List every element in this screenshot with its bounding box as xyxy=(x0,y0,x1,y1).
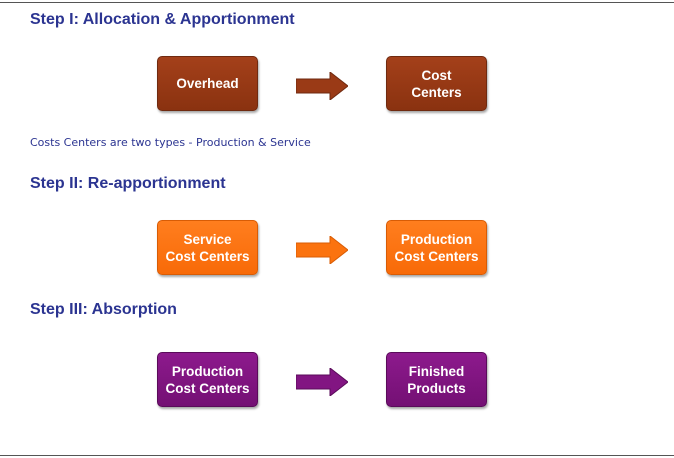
finished-products-box: Finished Products xyxy=(386,352,487,407)
right-arrow-icon xyxy=(296,236,348,264)
step-1-heading: Step I: Allocation & Apportionment xyxy=(30,11,295,28)
cost-centers-box: Cost Centers xyxy=(386,56,487,111)
cost-centers-note: Costs Centers are two types - Production… xyxy=(30,136,311,149)
bottom-border xyxy=(0,455,674,456)
overhead-box: Overhead xyxy=(157,56,258,111)
right-arrow-icon xyxy=(296,368,348,396)
top-border xyxy=(0,2,674,3)
production-cost-centers-box: Production Cost Centers xyxy=(386,220,487,275)
step-3-heading: Step III: Absorption xyxy=(30,301,177,318)
right-arrow-icon xyxy=(296,72,348,100)
service-cost-centers-box: Service Cost Centers xyxy=(157,220,258,275)
production-cost-centers-box: Production Cost Centers xyxy=(157,352,258,407)
step-2-heading: Step II: Re-apportionment xyxy=(30,175,226,192)
